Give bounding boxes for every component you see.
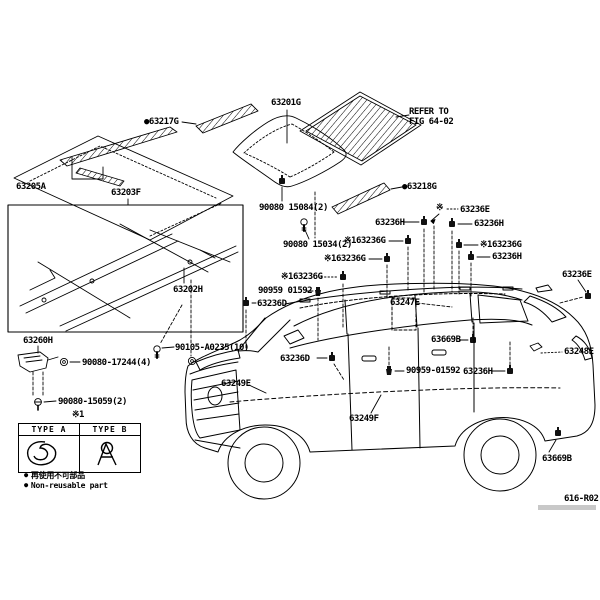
- roof-frame-box-drawing: [7, 198, 244, 366]
- part-label-63260h: 63260H: [23, 336, 53, 346]
- part-label-63236h-4: 63236H: [463, 367, 493, 377]
- roof-panel-refer-drawing: [299, 91, 422, 166]
- legend-jp-text: 再使用不可部品: [30, 471, 85, 480]
- part-label-63249f: 63249F: [349, 414, 379, 424]
- part-label-63202h: 63202H: [173, 285, 203, 295]
- part-label-90080-15084: 90080 15084(2): [259, 203, 328, 213]
- type-b-cell: [79, 435, 141, 473]
- part-label-63236h-1: 63236H: [375, 218, 405, 228]
- part-label-90080-17244: 90080-17244(4): [82, 358, 151, 368]
- part-label-90105-a0235: 90105-A0235(10): [175, 343, 249, 353]
- part-label-63236d-1: 63236D: [257, 299, 287, 309]
- part-label-90959-01592-b: 90959-01592: [406, 366, 461, 376]
- clip-type-table: TYPE A TYPE B: [18, 423, 141, 473]
- legend-non-reusable-jp: ● 再使用不可部品: [24, 471, 85, 480]
- part-label-63236d-2: 63236D: [280, 354, 310, 364]
- part-label-63249e: 63249E: [221, 379, 251, 389]
- legend-en-text: Non-reusable part: [30, 481, 108, 490]
- part-label-refer-to-fig: REFER TO FIG 64-02: [409, 107, 454, 127]
- part-label-63236g-3: ※163236G: [324, 254, 366, 264]
- part-label-63236g-4: ※163236G: [281, 272, 323, 282]
- part-label-90080-15059: 90080-15059(2): [58, 397, 127, 407]
- moulding-63217g-drawing: [181, 103, 259, 134]
- body-clip-leaders: [248, 279, 596, 510]
- part-label-63205a: 63205A: [16, 182, 46, 192]
- type-a-header: TYPE A: [18, 423, 80, 436]
- part-label-asterisk-mark: ※: [436, 203, 444, 213]
- part-label-63217g: ●63217G: [144, 117, 179, 127]
- legend-non-reusable-en: ● Non-reusable part: [24, 481, 108, 490]
- part-label-63248e: 63248E: [564, 347, 594, 357]
- part-label-63236h-2: 63236H: [474, 219, 504, 229]
- moulding-63218g-drawing: [331, 182, 403, 215]
- part-label-63669b-2: 63669B: [542, 454, 572, 464]
- part-label-63236e-top: 63236E: [460, 205, 490, 215]
- part-label-63201g: 63201G: [271, 98, 301, 108]
- part-label-figure-code: 616-R02: [564, 494, 599, 504]
- part-label-63236e-right: 63236E: [562, 270, 592, 280]
- vehicle-outline-drawing: [184, 282, 596, 500]
- part-label-63236h-3: 63236H: [492, 252, 522, 262]
- part-label-63236g-2: ※163236G: [480, 240, 522, 250]
- part-label-63218g: ●63218G: [402, 182, 437, 192]
- type-a-clip-drawing: [26, 441, 57, 466]
- part-label-63236g-1: ※163236G: [344, 236, 386, 246]
- shade-stop-63260h-drawing: [17, 217, 310, 411]
- part-label-note-1: ※1: [72, 410, 84, 420]
- type-b-clip-drawing: [97, 441, 117, 466]
- type-a-cell: [18, 435, 80, 473]
- non-reusable-bullet-icon: ●: [24, 471, 28, 479]
- part-label-90959-01592-a: 90959 01592: [258, 286, 313, 296]
- part-label-90080-15034: 90080 15034(2): [283, 240, 352, 250]
- part-label-63247e: 63247E: [390, 298, 420, 308]
- sunshade-assembly-drawing: [13, 126, 234, 241]
- non-reusable-bullet-icon: ●: [24, 481, 28, 489]
- part-label-63203f: 63203F: [111, 188, 141, 198]
- type-b-header: TYPE B: [79, 423, 141, 436]
- part-label-63669b-1: 63669B: [431, 335, 461, 345]
